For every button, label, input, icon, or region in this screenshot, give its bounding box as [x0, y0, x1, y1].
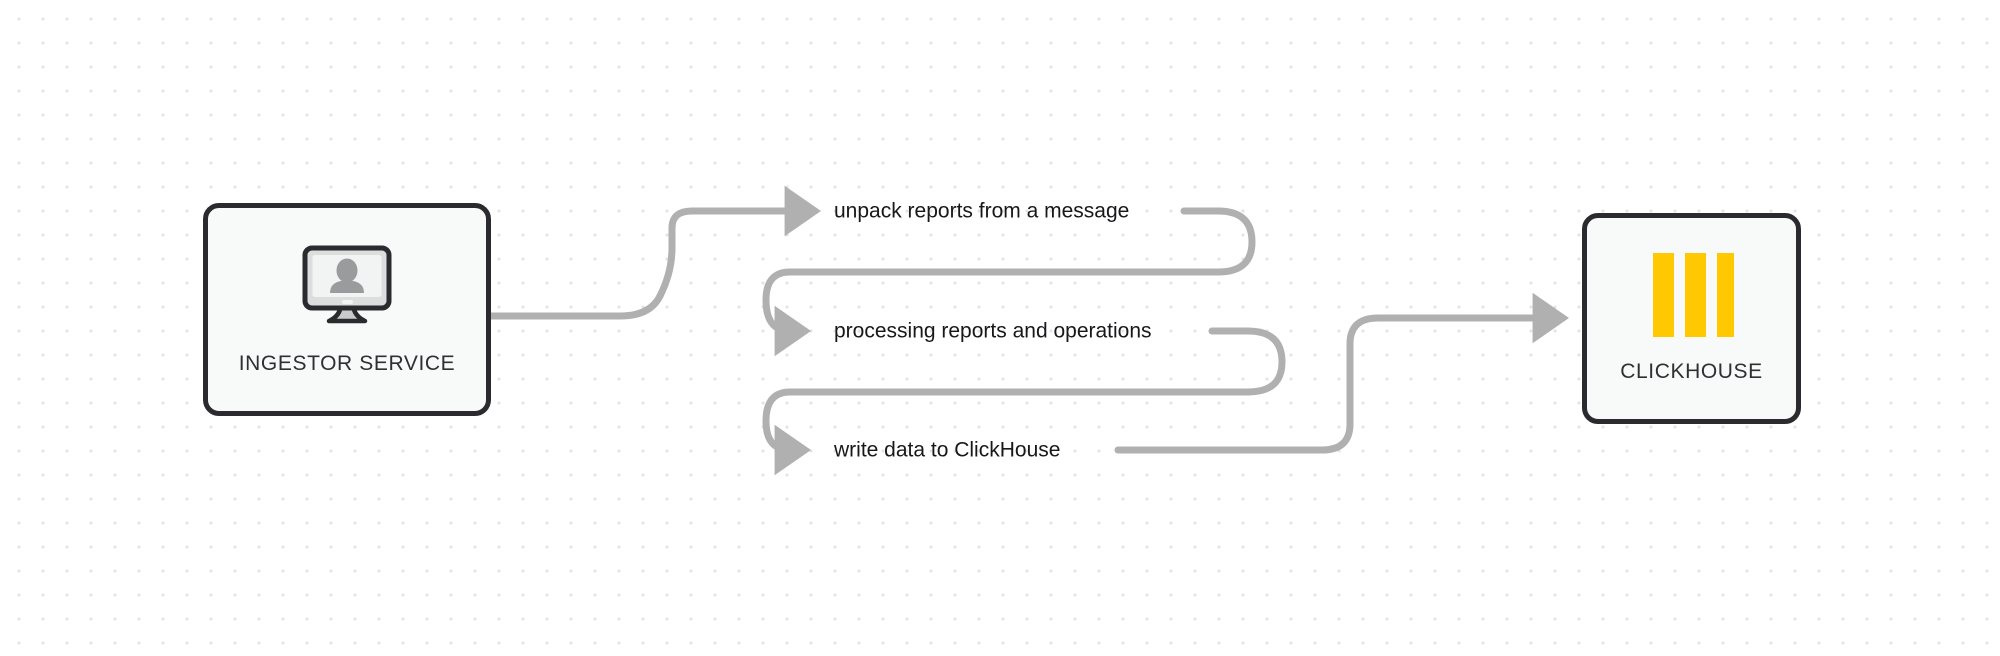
node-ingestor-service[interactable]: INGESTOR SERVICE [203, 203, 491, 416]
edge-path-to-clickhouse [1114, 292, 1569, 454]
node-clickhouse-label: CLICKHOUSE [1620, 360, 1763, 383]
edge-label-write: write data to ClickHouse [834, 438, 1061, 462]
monitor-user-icon [299, 243, 395, 336]
node-clickhouse[interactable]: CLICKHOUSE [1582, 213, 1801, 424]
edge-label-processing: processing reports and operations [834, 319, 1152, 343]
edge-path-processing-loop [762, 327, 1286, 476]
edge-label-unpack: unpack reports from a message [834, 199, 1130, 223]
edge-path-from-ingestor [487, 185, 821, 320]
clickhouse-bars-icon [1649, 253, 1735, 342]
edge-path-unpack-loop [762, 207, 1256, 357]
node-ingestor-service-label: INGESTOR SERVICE [238, 352, 456, 375]
